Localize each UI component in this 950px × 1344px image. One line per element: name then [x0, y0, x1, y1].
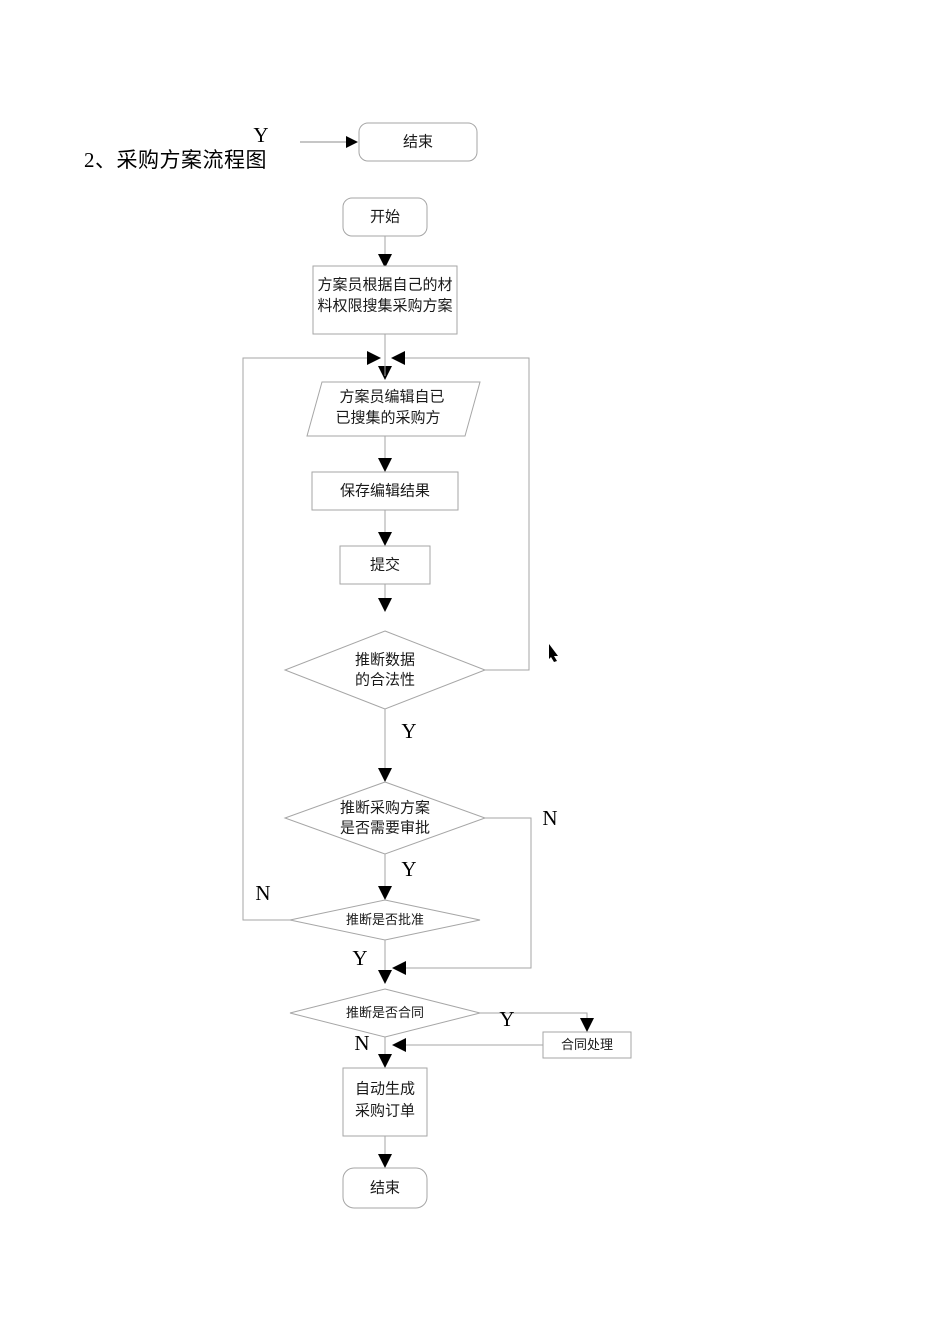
node-save-label: 保存编辑结果 [340, 482, 430, 499]
node-edit-label-line1: 方案员编辑自已 [339, 387, 444, 405]
branch-label-contract-y: Y [499, 1007, 514, 1031]
node-edit: 方案员编辑自已 已搜集的采购方 [306, 381, 481, 437]
node-gen-order: 自动生成 采购订单 [342, 1067, 428, 1137]
node-approved-label: 推断是否批准 [346, 912, 424, 927]
node-check-valid: 推断数据 的合法性 [283, 630, 487, 710]
branch-label-layer: Y Y N Y N Y Y N [253, 123, 557, 1055]
branch-label-top-y: Y [253, 123, 268, 147]
node-submit-label: 提交 [370, 555, 400, 573]
node-end-bottom: 结束 [342, 1167, 428, 1209]
node-start: 开始 [342, 197, 428, 237]
node-is-contract: 推断是否合同 [289, 988, 481, 1038]
edge-save-submit [378, 510, 392, 546]
branch-label-approve-n: N [542, 806, 557, 830]
node-end-top: 结束 [358, 122, 478, 162]
edge-top-end [300, 136, 358, 148]
edge-valid-yes [378, 709, 392, 782]
branch-label-contract-n: N [354, 1031, 369, 1055]
node-check-valid-label-line1: 推断数据 [355, 651, 415, 668]
branch-label-approved-n: N [255, 881, 270, 905]
edge-contract-yes [480, 1012, 594, 1032]
node-gen-order-label-line1: 自动生成 [355, 1080, 415, 1097]
node-need-approve-label-line2: 是否需要审批 [340, 819, 430, 836]
edge-order-end [378, 1136, 392, 1168]
page-title: 2、采购方案流程图 [84, 148, 267, 172]
branch-label-approved-y: Y [352, 946, 367, 970]
node-collect: 方案员根据自己的材 料权限搜集采购方案 [312, 265, 458, 335]
node-submit: 提交 [339, 545, 431, 585]
edge-edit-save [378, 436, 392, 472]
edge-start-collect [378, 236, 392, 268]
edge-contract-back [392, 1038, 543, 1052]
edge-contract-no [378, 1037, 392, 1068]
node-approved: 推断是否批准 [289, 899, 481, 941]
node-contract-proc-label: 合同处理 [561, 1037, 613, 1052]
node-start-label: 开始 [370, 208, 400, 225]
edge-approved-no-loop [242, 351, 381, 921]
node-edit-label-line2: 已搜集的采购方 [335, 409, 440, 426]
node-gen-order-label-line2: 采购订单 [355, 1102, 415, 1119]
edge-approve-yes [378, 854, 392, 900]
connector-layer [242, 136, 594, 1168]
branch-label-valid-y: Y [401, 719, 416, 743]
edge-valid-no-loop [391, 351, 530, 671]
branch-label-approve-y: Y [401, 857, 416, 881]
edge-approve-no [392, 817, 532, 975]
node-is-contract-label: 推断是否合同 [346, 1005, 424, 1020]
node-end-bottom-label: 结束 [370, 1179, 400, 1196]
node-collect-label-line1: 方案员根据自己的材 [317, 275, 452, 293]
node-contract-proc: 合同处理 [542, 1031, 632, 1059]
node-check-valid-label-line2: 的合法性 [355, 671, 415, 688]
node-need-approve-label-line1: 推断采购方案 [340, 798, 430, 816]
stray-cursor-mark [549, 644, 558, 662]
node-need-approve: 推断采购方案 是否需要审批 [283, 781, 487, 855]
node-save: 保存编辑结果 [311, 471, 459, 511]
edge-approved-yes [378, 940, 392, 984]
node-layer: 结束 开始 方案员根据自己的材 料权限搜集采购方案 方案员编辑自已 已搜集的采购… [283, 122, 632, 1209]
edge-submit-valid [378, 584, 392, 612]
node-end-top-label: 结束 [403, 133, 433, 150]
node-collect-label-line2: 料权限搜集采购方案 [317, 296, 452, 314]
